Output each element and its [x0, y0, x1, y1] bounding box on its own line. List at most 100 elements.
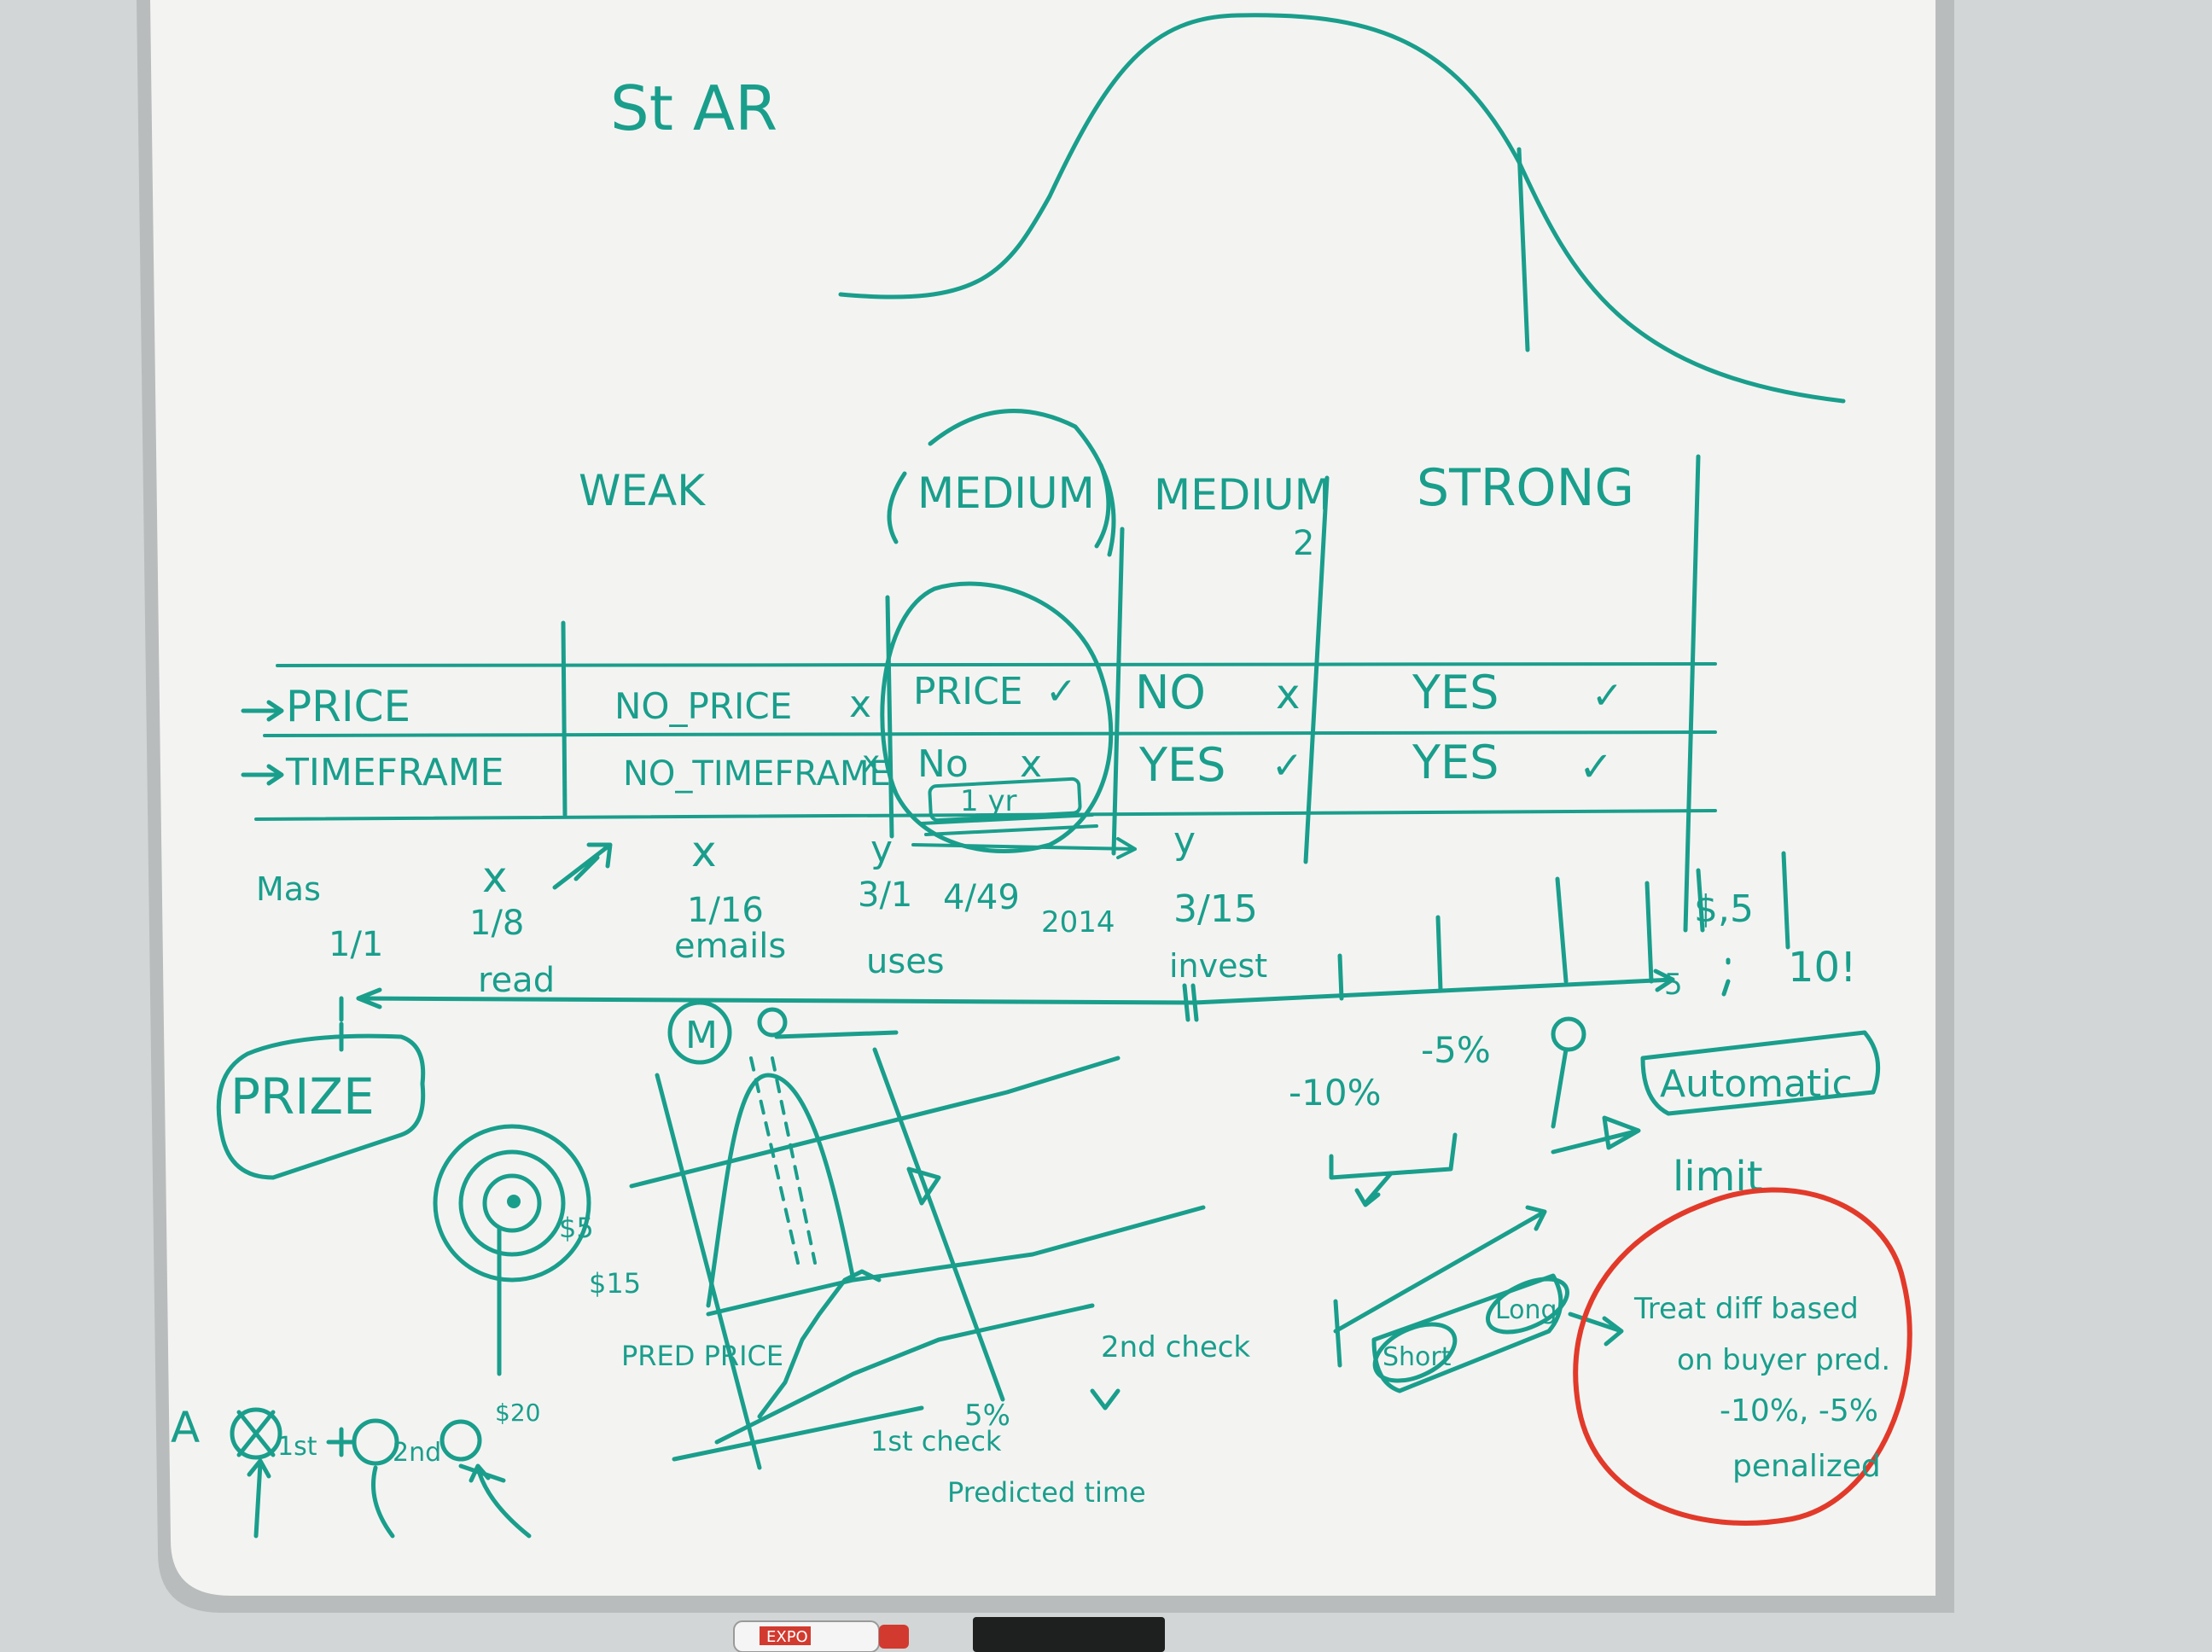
- short-long-left-bar: [1333, 1299, 1342, 1368]
- one-year-scribble: [920, 813, 1098, 836]
- note-long: Long: [1495, 1295, 1557, 1325]
- equation-label-a: A: [171, 1403, 200, 1452]
- graph-diagonal-mid: [706, 1205, 1206, 1317]
- mark-price-medium2: x: [1276, 671, 1300, 718]
- row-label-timeframe: TIMEFRAME: [285, 751, 504, 794]
- graph-base-line: [672, 1405, 924, 1462]
- red-note-line-1: Treat diff based: [1633, 1292, 1859, 1326]
- timeline-tick-c: [1435, 915, 1443, 992]
- timeline-mark-2: x: [691, 827, 717, 876]
- note-minus-10: -10%: [1289, 1072, 1382, 1114]
- graph-triangle: [906, 1166, 941, 1206]
- long-oval: [1485, 1277, 1570, 1335]
- graph-small-circle: [757, 1007, 788, 1038]
- long-to-note-arrow: [1568, 1312, 1624, 1347]
- pct-bracket: [1329, 1132, 1458, 1207]
- equation-circle-2: [352, 1418, 399, 1466]
- timeline-label-read: read: [478, 961, 555, 1000]
- graph-diagonal-low: [714, 1303, 1095, 1445]
- marker-brand: EXPO: [766, 1628, 808, 1646]
- target-ring-middle: [458, 1149, 566, 1257]
- eraser: [973, 1617, 1165, 1652]
- target-label-5: $5: [559, 1212, 594, 1244]
- graph-vertical-right: [872, 1047, 1005, 1402]
- timeline-mark-3: y: [870, 828, 893, 871]
- equation-x-1: [236, 1410, 276, 1457]
- equation-label-2nd: 2nd: [393, 1438, 441, 1468]
- timeline-mark-1: x: [482, 852, 508, 902]
- limit-marker-stem: [1551, 1047, 1569, 1129]
- red-note-line-3: -10%, -5%: [1720, 1393, 1878, 1428]
- row-label-price: PRICE: [286, 682, 410, 731]
- price-arrow: [241, 700, 284, 722]
- graph-label-m: M: [685, 1014, 718, 1057]
- timeline-label-invest: invest: [1169, 947, 1267, 985]
- timeline-tick-a: [1182, 983, 1199, 1022]
- medium-open-paren: [887, 471, 907, 544]
- target-label-15: $15: [589, 1267, 641, 1300]
- col-medium-2: MEDIUM: [1154, 470, 1331, 520]
- graph-label-pred-price: PRED PRICE: [621, 1340, 783, 1372]
- table-line-3: [254, 809, 1717, 821]
- note-minus-5: -5%: [1421, 1029, 1491, 1071]
- table-line-1: [276, 662, 1717, 667]
- short-long-axis: [1333, 1205, 1547, 1334]
- timeline-tick-b: [1337, 953, 1344, 1001]
- red-note-line-2: on buyer pred.: [1677, 1343, 1890, 1377]
- table-col-divider-5: [1683, 454, 1701, 933]
- target-center-dot: [507, 1195, 521, 1208]
- col-weak: WEAK: [579, 466, 706, 515]
- timeline-arrow-left: [356, 987, 382, 1009]
- equation-arrow-1: [247, 1458, 271, 1539]
- equation-circle-3: [439, 1419, 482, 1462]
- graph-m-line: [774, 1030, 899, 1039]
- graph-dashed-2: [771, 1056, 817, 1265]
- red-note-circle: [1573, 1187, 1912, 1526]
- equation-label-1st: 1st: [277, 1432, 317, 1462]
- table-col-divider-3: [1111, 526, 1125, 856]
- note-short: Short: [1382, 1342, 1452, 1372]
- automatic-arrow: [1551, 1115, 1641, 1155]
- equation-arrow-2: [371, 1465, 395, 1539]
- note-automatic: Automatic: [1660, 1062, 1853, 1106]
- limit-marker: [1551, 1016, 1586, 1052]
- mark-price-weak: x: [849, 683, 871, 726]
- graph-label-5pct: 5%: [964, 1399, 1010, 1433]
- mark-timeframe-strong: ✓: [1579, 743, 1613, 791]
- mark-timeframe-medium2: ✓: [1272, 744, 1303, 788]
- prize-label: PRIZE: [230, 1067, 375, 1126]
- bell-curve: [838, 13, 1846, 404]
- timeline-mark-4: y: [1173, 819, 1196, 863]
- timeline-label-1-8: 1/8: [469, 904, 524, 943]
- timeline-semicolon: [1721, 957, 1731, 997]
- timeline-label-emails: emails: [674, 927, 786, 966]
- cell-price-weak: NO_PRICE: [614, 685, 792, 727]
- graph-check-arrow: [1090, 1388, 1121, 1411]
- cell-price-medium: PRICE: [913, 670, 1023, 713]
- mark-price-strong: ✓: [1592, 674, 1623, 718]
- graph-label-predicted-time: Predicted time: [947, 1476, 1146, 1509]
- curve-cutoff-line: [1516, 147, 1530, 352]
- table-col-divider-1: [561, 620, 568, 817]
- timeline-double-arrow: [552, 842, 613, 890]
- graph-dashed-1: [749, 1056, 800, 1265]
- timeline-label-4-49: 4/49: [943, 878, 1020, 917]
- one-year-box: [928, 777, 1082, 823]
- board-title: St AR: [610, 73, 777, 144]
- timeline-tick-e: [1644, 881, 1654, 984]
- target-ring-outer: [433, 1124, 591, 1283]
- prize-box: [216, 1033, 426, 1180]
- graph-zigzag: [757, 1269, 882, 1419]
- red-note-line-4: penalized: [1732, 1449, 1881, 1484]
- timeline-tick-d: [1555, 876, 1569, 984]
- cell-timeframe-weak: NO_TIMEFRAME: [623, 754, 891, 794]
- board-surface: [150, 0, 1936, 1596]
- marker: EXPO: [733, 1620, 909, 1652]
- cell-timeframe-strong: YES: [1412, 736, 1499, 789]
- target-label-20: $20: [495, 1399, 540, 1427]
- table-line-2: [263, 730, 1717, 737]
- graph-label-2nd-check: 2nd check: [1101, 1330, 1250, 1364]
- equation-plus: [326, 1427, 357, 1457]
- timeline-label-uses: uses: [866, 942, 945, 981]
